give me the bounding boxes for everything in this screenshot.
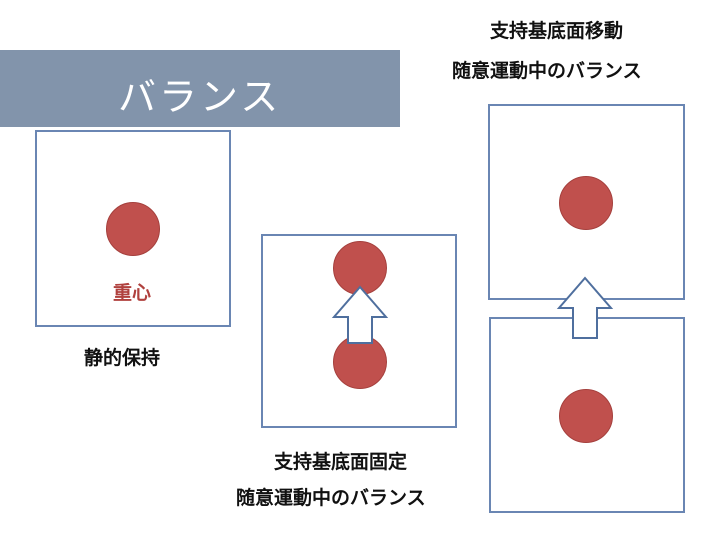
- moving-base-caption-line1: 支持基底面移動: [490, 20, 624, 42]
- fixed-base-caption-line2: 随意運動中のバランス: [236, 487, 426, 509]
- up-arrow-icon: [331, 285, 389, 344]
- center-of-gravity-dot-before: [559, 389, 613, 443]
- fixed-base-caption-line1: 支持基底面固定: [274, 451, 408, 473]
- center-of-gravity-label: 重心: [113, 282, 152, 304]
- static-balance-caption: 静的保持: [84, 347, 161, 369]
- up-arrow-icon: [556, 276, 614, 339]
- moving-base-caption-line2: 随意運動中のバランス: [452, 60, 642, 82]
- title-bar: [0, 50, 400, 127]
- center-of-gravity-dot-after: [559, 176, 613, 230]
- slide-title: バランス: [118, 75, 282, 119]
- center-of-gravity-dot: [106, 202, 160, 256]
